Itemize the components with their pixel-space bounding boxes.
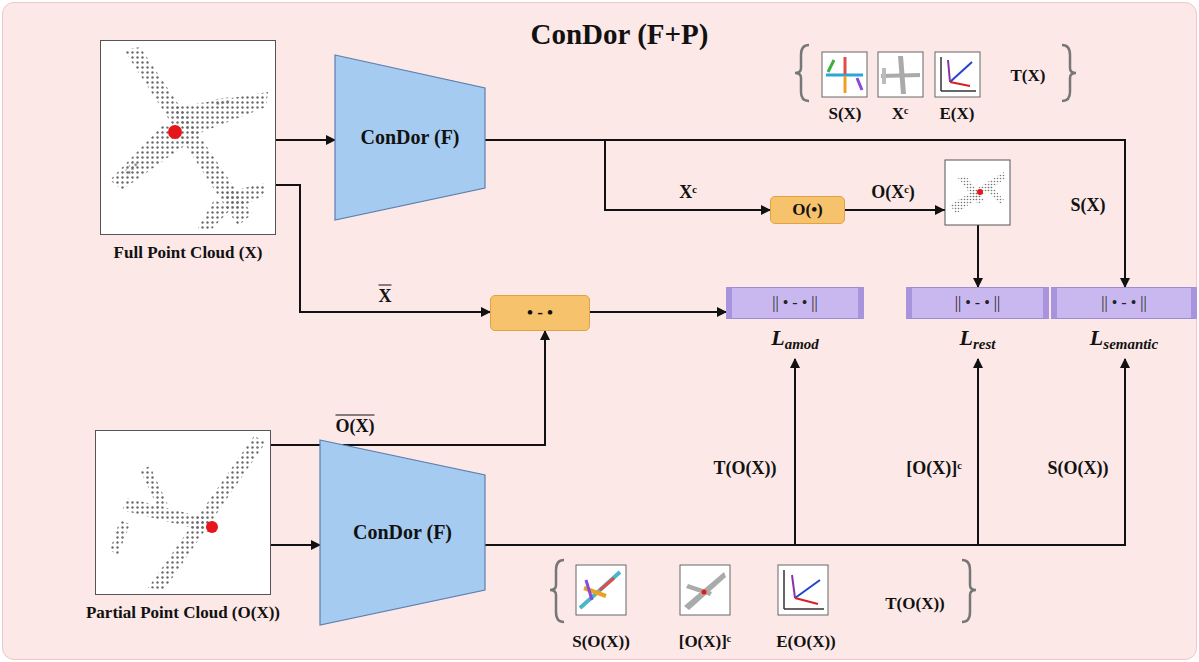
connector-arrow xyxy=(485,140,1125,287)
loss-box: || • - • || Lsemantic xyxy=(1051,287,1197,359)
output-label: S(X) xyxy=(828,104,861,124)
symbol-main: L xyxy=(1090,325,1103,350)
norm-symbol: || • - • || xyxy=(1101,294,1146,312)
loss-bar: || • - • || xyxy=(906,287,1049,319)
connector-arrow xyxy=(485,359,978,545)
operator-label: • - • xyxy=(527,303,553,323)
symbol-subscript: rest xyxy=(973,336,995,352)
connector-arrow xyxy=(485,359,1125,545)
partial-point-cloud xyxy=(95,430,271,595)
block-label: ConDor (F) xyxy=(353,521,452,544)
diagram-title: ConDor (F+P) xyxy=(20,18,1199,51)
point-cloud-box: Full Point Cloud (X) xyxy=(100,40,276,235)
edge-label: S(X) xyxy=(1069,195,1108,216)
symbol-main: L xyxy=(960,325,973,350)
block-label: ConDor (F) xyxy=(360,126,459,149)
loss-name: Lamod xyxy=(726,325,864,353)
operator-label: O(•) xyxy=(792,200,823,220)
output-label: Xᶜ xyxy=(892,104,909,124)
connector-arrow xyxy=(276,139,335,141)
trapezoid-outline xyxy=(320,440,485,625)
output-label: T(X) xyxy=(1011,66,1046,86)
output-label: S(O(X)) xyxy=(572,632,630,652)
norm-symbol: || • - • || xyxy=(955,294,1000,312)
loss-bar: || • - • || xyxy=(726,287,864,319)
image-caption: Partial Point Cloud (O(X)) xyxy=(83,602,283,623)
loss-name: Lsemantic xyxy=(1051,325,1197,353)
connector-arrow xyxy=(485,359,795,545)
connector-arrow xyxy=(590,311,726,313)
output-label: E(X) xyxy=(940,104,975,124)
canonical-partial-image xyxy=(935,160,1010,225)
edge-label: [O(X)]ᶜ xyxy=(904,458,964,479)
loss-bar: || • - • || xyxy=(1051,287,1197,319)
operator-box: • - • xyxy=(490,295,590,331)
edge-label: O(X) xyxy=(334,416,377,437)
trapezoid-outline xyxy=(335,55,485,220)
norm-symbol: || • - • || xyxy=(772,294,817,312)
output-label: T(O(X)) xyxy=(885,594,944,614)
connector-arrow xyxy=(271,331,545,445)
loss-box: || • - • || Lamod xyxy=(726,287,864,359)
edge-label: Xᶜ xyxy=(677,182,699,203)
top-output-icons xyxy=(795,45,1076,101)
edge-label: X xyxy=(377,286,394,307)
full-point-cloud xyxy=(100,40,276,235)
loss-box: || • - • || Lrest xyxy=(906,287,1049,359)
loss-name: Lrest xyxy=(906,325,1049,353)
symbol-main: L xyxy=(771,325,784,350)
edge-label: S(O(X)) xyxy=(1046,458,1111,479)
connector-arrow xyxy=(271,544,320,546)
bottom-output-icons xyxy=(550,560,976,622)
encoder-block: ConDor (F) xyxy=(335,55,485,220)
image-caption: Full Point Cloud (X) xyxy=(68,242,308,263)
output-label: [O(X)]ᶜ xyxy=(679,632,732,652)
operator-box: O(•) xyxy=(770,196,845,224)
edge-label: T(O(X)) xyxy=(712,458,779,479)
connector-arrow xyxy=(485,140,770,210)
point-cloud-box: Partial Point Cloud (O(X)) xyxy=(95,430,271,595)
symbol-subscript: semantic xyxy=(1103,336,1158,352)
edge-label: O(Xᶜ) xyxy=(869,182,917,203)
output-label: E(O(X)) xyxy=(776,632,835,652)
encoder-block: ConDor (F) xyxy=(320,440,485,625)
symbol-subscript: amod xyxy=(785,336,819,352)
